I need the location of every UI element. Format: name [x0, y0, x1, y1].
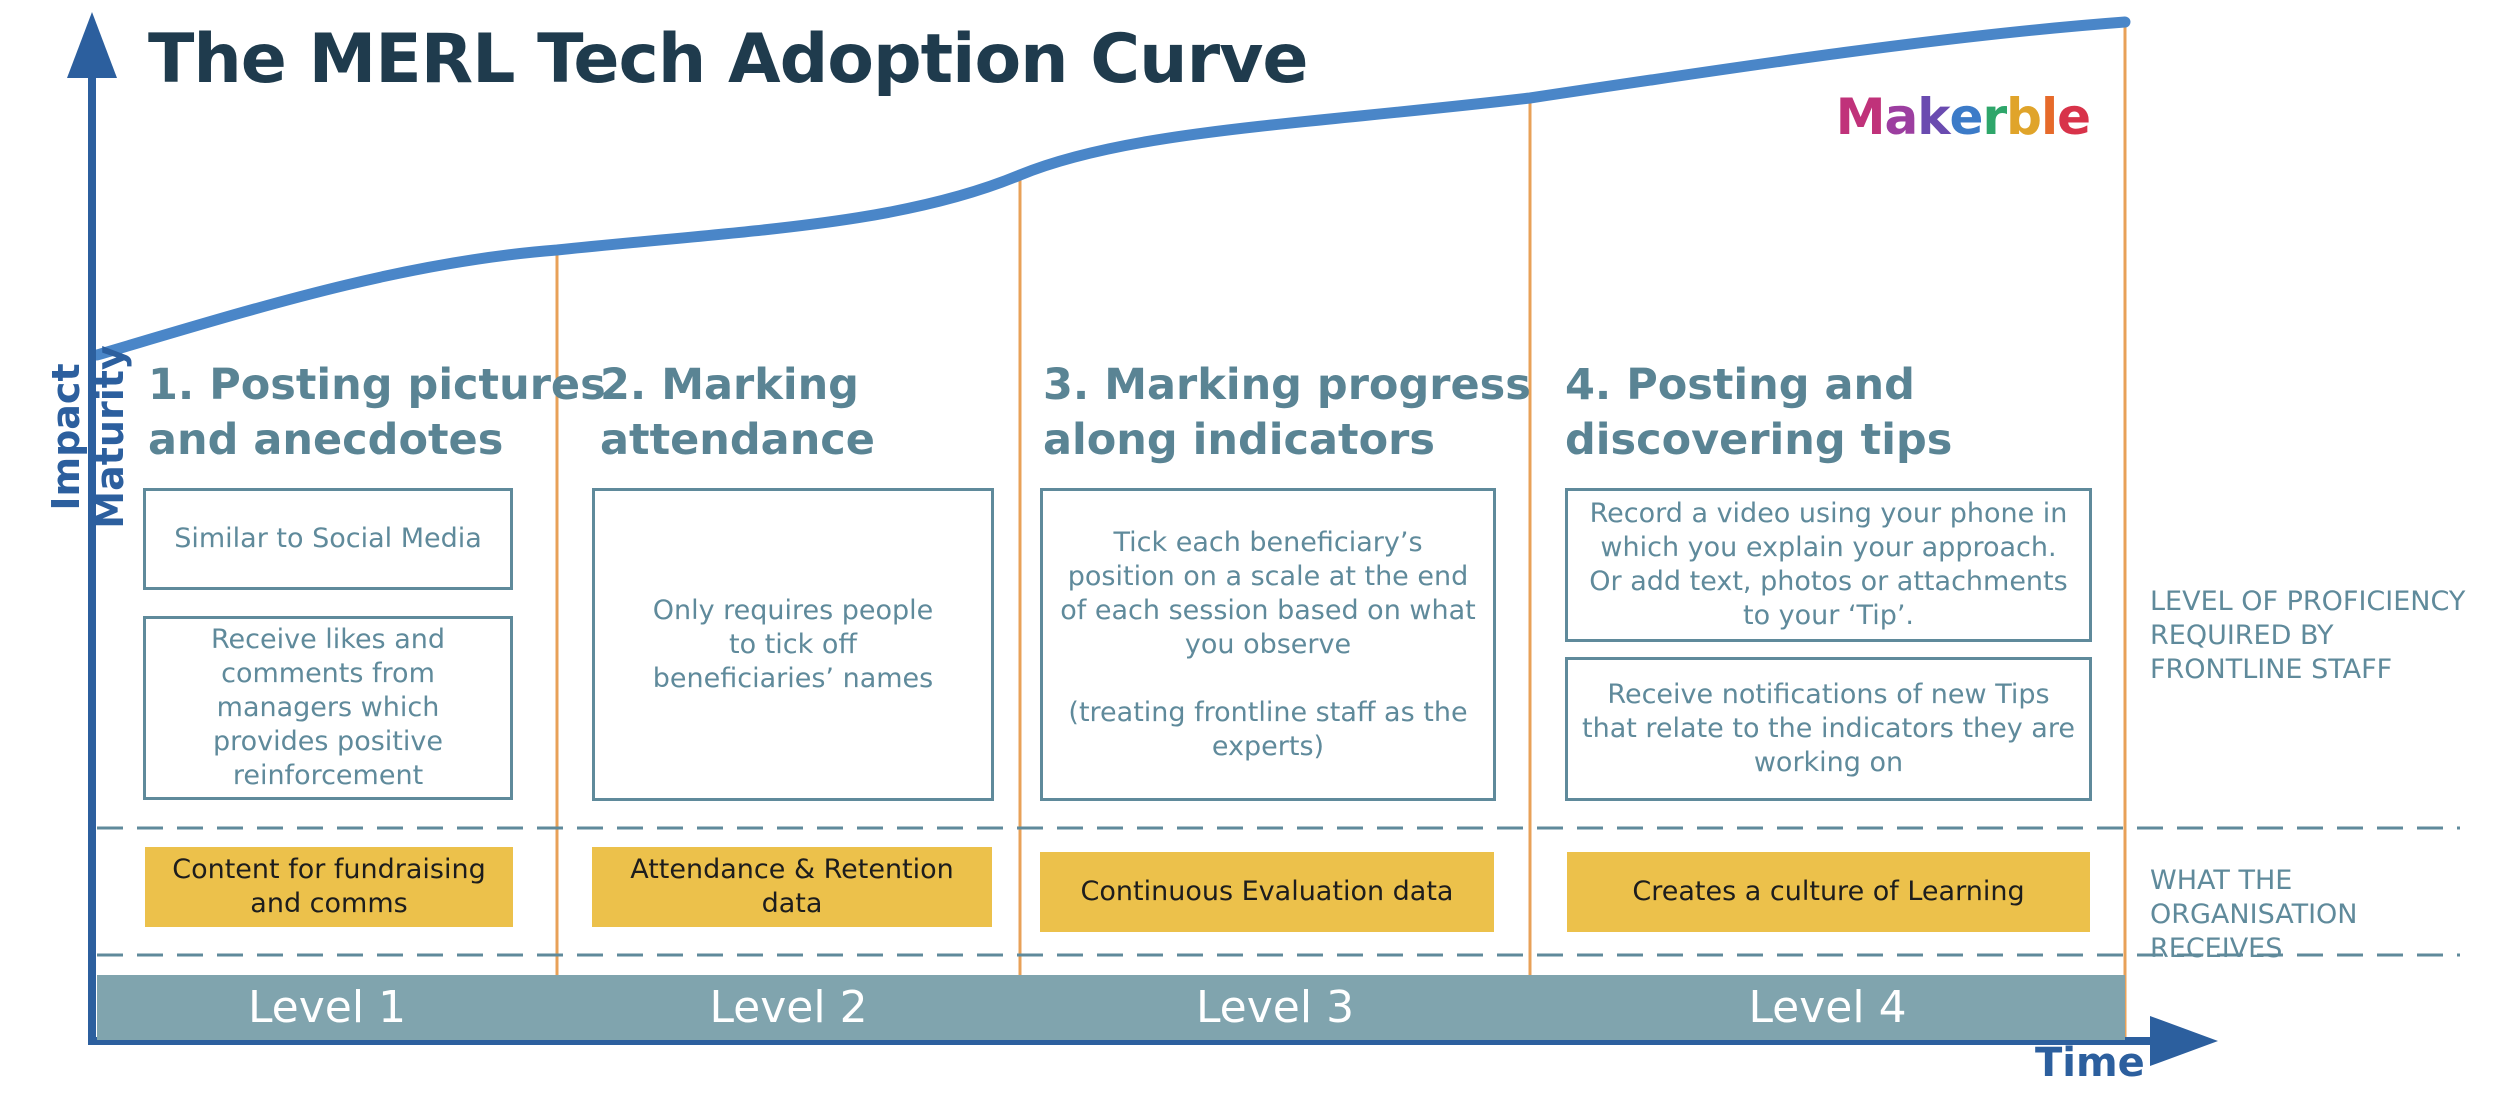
stage-2-title: 2. Marking attendance — [600, 358, 875, 468]
stage-title-line: 2. Marking — [600, 360, 859, 410]
stage-2-receives: Attendance & Retention data — [592, 847, 992, 927]
stage-title-line: 3. Marking progress — [1043, 360, 1531, 410]
level-2-bar: Level 2 — [557, 975, 1020, 1040]
level-4-bar: Level 4 — [1530, 975, 2125, 1040]
stage-4-title: 4. Posting and discovering tips — [1565, 358, 1952, 468]
y-axis-arrow — [67, 12, 117, 78]
stage-3-title: 3. Marking progress along indicators — [1043, 358, 1531, 468]
makerble-logo: Makerble — [1835, 88, 2091, 146]
stage-title-line: along indicators — [1043, 415, 1435, 465]
stage-3-box-text: Tick each beneficiary’s position on a sc… — [1060, 526, 1476, 660]
x-axis-arrow — [2150, 1016, 2218, 1066]
stage-4-receives: Creates a culture of Learning — [1567, 852, 2090, 932]
y-axis-label: Impact Maturity — [44, 345, 132, 529]
proficiency-label: LEVEL OF PROFICIENCY REQUIRED BY FRONTLI… — [2150, 586, 2466, 685]
stage-1-receives: Content for fundraising and comms — [145, 847, 513, 927]
organisation-receives-label: WHAT THE ORGANISATION RECEIVES — [2150, 865, 2358, 964]
stage-1-title: 1. Posting pictures and anecdotes — [148, 358, 606, 468]
stage-1-box-1: Similar to Social Media — [143, 488, 513, 590]
stage-1-box-2: Receive likes and comments from managers… — [143, 616, 513, 800]
page-title: The MERL Tech Adoption Curve — [148, 20, 1309, 99]
stage-3-box-note: (treating frontline staff as the experts… — [1068, 696, 1468, 762]
stage-title-line: discovering tips — [1565, 415, 1953, 465]
stage-4-box-2: Receive notifications of new Tips that r… — [1565, 657, 2092, 801]
stage-title-line: 1. Posting pictures — [148, 360, 606, 410]
level-3-bar: Level 3 — [1020, 975, 1530, 1040]
stage-2-box-1: Only requires people to tick off benefic… — [592, 488, 994, 801]
adoption-curve — [91, 16, 2131, 361]
stage-title-line: 4. Posting and — [1565, 360, 1915, 410]
stage-4-box-1: Record a video using your phone in which… — [1565, 488, 2092, 642]
stage-title-line: and anecdotes — [148, 415, 504, 465]
stage-title-line: attendance — [600, 415, 875, 465]
level-1-bar: Level 1 — [97, 975, 557, 1040]
x-axis-label: Time — [2035, 1040, 2145, 1086]
stage-3-box-1: Tick each beneficiary’s position on a sc… — [1040, 488, 1496, 801]
stage-3-receives: Continuous Evaluation data — [1040, 852, 1494, 932]
